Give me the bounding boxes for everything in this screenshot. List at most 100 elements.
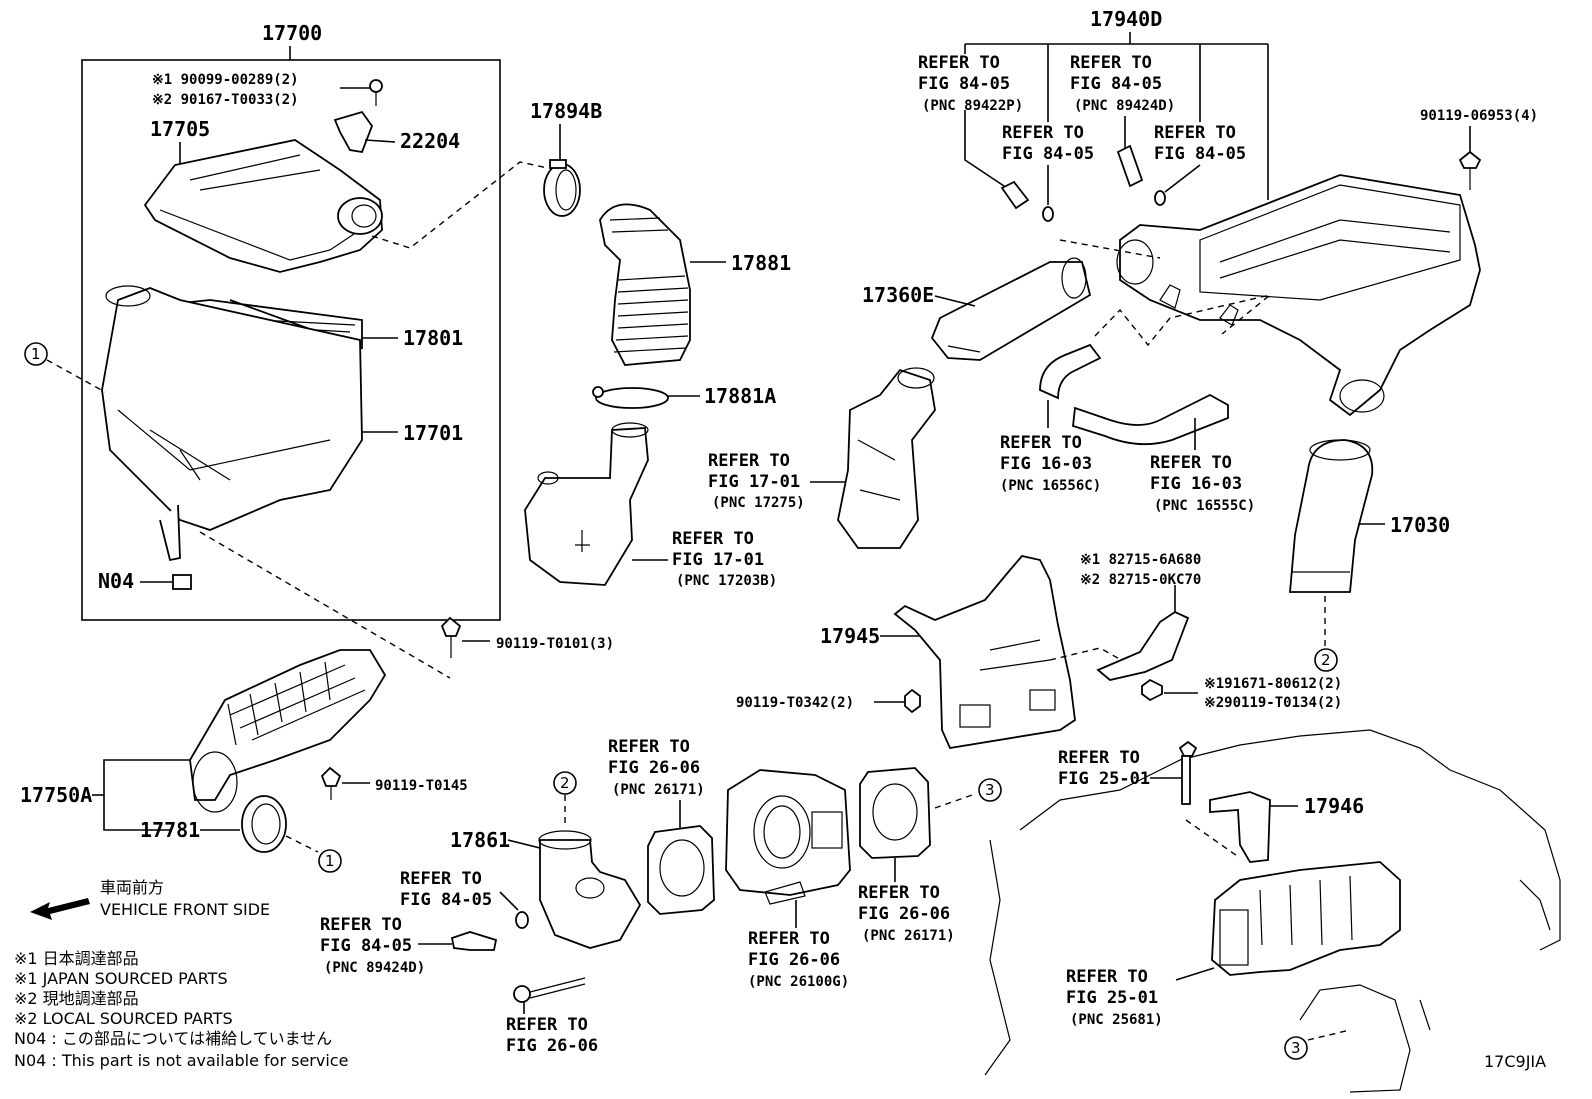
svg-text:(PNC 25681): (PNC 25681): [1070, 1012, 1163, 1028]
hose-clamp-lower-part: [592, 386, 669, 409]
svg-text:(PNC 16555C): (PNC 16555C): [1154, 498, 1255, 514]
label-nut-local: ※290119-T0134(2): [1204, 695, 1342, 711]
bolt-t0342-part: [904, 688, 921, 714]
svg-text:(PNC 17203B): (PNC 17203B): [676, 573, 777, 589]
marker-3-bottom: [1284, 1036, 1308, 1060]
label-17360e: 17360E: [862, 283, 934, 307]
ref-fig-16-03-a: REFER TO FIG 16-03 (PNC 16556C): [1000, 433, 1101, 494]
svg-text:REFER TO: REFER TO: [748, 929, 830, 949]
svg-text:FIG 17-01: FIG 17-01: [708, 472, 800, 492]
svg-text:(PNC 16556C): (PNC 16556C): [1000, 478, 1101, 494]
bolt-t0101-part: [440, 616, 462, 658]
link-dash-3: [1059, 239, 1161, 259]
throttle-body-part: [725, 769, 851, 905]
turbo-outlet-hose-part: [1289, 439, 1374, 593]
label-nut-japan: ※191671-80612(2): [1204, 676, 1342, 692]
air-cleaner-case-part: [101, 285, 363, 562]
svg-text:FIG 26-06: FIG 26-06: [748, 950, 840, 970]
gasket-lower-part: [515, 911, 529, 929]
intake-hose-part: [599, 203, 691, 366]
svg-text:FIG 84-05: FIG 84-05: [1154, 144, 1246, 164]
label-n04: N04: [98, 569, 134, 593]
legend: ※1 日本調達部品 ※1 JAPAN SOURCED PARTS ※2 現地調達…: [14, 949, 348, 1070]
svg-text:(PNC 26171): (PNC 26171): [862, 928, 955, 944]
ref-fig-84-05-b: REFER TO FIG 84-05 (PNC 89424D): [1070, 53, 1175, 114]
svg-text:(PNC 26171): (PNC 26171): [612, 782, 705, 798]
svg-text:FIG 84-05: FIG 84-05: [400, 890, 492, 910]
ref-fig-26-06-gasket-right: REFER TO FIG 26-06 (PNC 26171): [858, 883, 955, 944]
front-label-en: VEHICLE FRONT SIDE: [100, 900, 270, 919]
svg-text:FIG 25-01: FIG 25-01: [1058, 769, 1150, 789]
svg-text:REFER TO: REFER TO: [608, 737, 690, 757]
legend-line-5: N04 : この部品については補給していません: [14, 1029, 332, 1048]
svg-text:REFER TO: REFER TO: [672, 529, 754, 549]
gasket-small-part-2: [1154, 190, 1166, 206]
marker-3-center: [978, 778, 1002, 802]
link-dash-2: [199, 531, 451, 679]
link-dash-1: [371, 161, 549, 249]
egr-cooler-part: [1211, 861, 1401, 976]
svg-text:REFER TO: REFER TO: [1002, 123, 1084, 143]
label-17940d: 17940D: [1090, 7, 1162, 31]
label-bracket-japan: ※1 82715-6A680: [1080, 552, 1201, 568]
vehicle-front-arrow-icon: [30, 898, 90, 920]
svg-text:FIG 84-05: FIG 84-05: [1002, 144, 1094, 164]
ref-fig-84-05-a: REFER TO FIG 84-05 (PNC 89422P): [918, 53, 1023, 114]
marker-2-center-text: 2: [560, 774, 570, 792]
marker-1-bottom-text: 1: [325, 852, 335, 870]
legend-line-6: N04 : This part is not available for ser…: [14, 1051, 348, 1070]
ref-fig-26-06-throttle: REFER TO FIG 26-06 (PNC 26100G): [748, 929, 849, 990]
label-17894b: 17894B: [530, 99, 602, 123]
bolt-t0145-part: [320, 766, 342, 800]
label-17861: 17861: [450, 828, 510, 852]
svg-text:FIG 25-01: FIG 25-01: [1066, 988, 1158, 1008]
label-17701: 17701: [403, 421, 463, 445]
svg-text:REFER TO: REFER TO: [400, 869, 482, 889]
air-cleaner-cap-part: [143, 139, 383, 273]
ref-fig-84-05-lower-a: REFER TO FIG 84-05: [400, 869, 492, 910]
svg-text:REFER TO: REFER TO: [1000, 433, 1082, 453]
ref-fig-17-01-resonator: REFER TO FIG 17-01 (PNC 17203B): [672, 529, 777, 589]
illustration-code: 17C9JIA: [1484, 1052, 1546, 1071]
label-bolt-japan: ※1 90099-00289(2): [152, 72, 299, 88]
water-hose-b-part: [1072, 393, 1229, 446]
svg-text:REFER TO: REFER TO: [320, 915, 402, 935]
hose-clamp-part: [543, 159, 581, 217]
label-90119-t0342: 90119-T0342(2): [736, 695, 854, 711]
label-17030: 17030: [1390, 513, 1450, 537]
label-17881: 17881: [731, 251, 791, 275]
ref-fig-25-01-egr: REFER TO FIG 25-01 (PNC 25681): [1066, 967, 1163, 1028]
marker-1-left-text: 1: [31, 345, 41, 363]
svg-text:FIG 84-05: FIG 84-05: [1070, 74, 1162, 94]
front-label-jp: 車両前方: [100, 878, 164, 897]
gasket-26171-left-part: [647, 825, 715, 915]
svg-text:(PNC 89424D): (PNC 89424D): [1074, 98, 1175, 114]
svg-text:FIG 26-06: FIG 26-06: [608, 758, 700, 778]
air-inlet-part: [189, 649, 387, 813]
temp-sensor-part: [1000, 180, 1030, 210]
bracket-small-part: [1096, 610, 1190, 681]
17940d-bracket-lines: [964, 32, 1269, 200]
grommet-part: [172, 574, 192, 590]
label-17750a: 17750A: [20, 783, 92, 807]
label-17700: 17700: [262, 21, 322, 45]
lower-sensor-part: [450, 931, 498, 951]
svg-text:FIG 26-06: FIG 26-06: [858, 904, 950, 924]
label-17946: 17946: [1304, 794, 1364, 818]
svg-text:REFER TO: REFER TO: [1070, 53, 1152, 73]
svg-text:(PNC 17275): (PNC 17275): [712, 495, 805, 511]
ref-fig-26-06-bolt: REFER TO FIG 26-06: [506, 1015, 598, 1056]
marker-2-right-text: 2: [1321, 651, 1331, 669]
marker-2-center: [553, 771, 577, 795]
ref-fig-84-05-d: REFER TO FIG 84-05: [1154, 123, 1246, 164]
engine-outline: [984, 729, 1561, 1093]
label-17881a: 17881A: [704, 384, 776, 408]
marker-1-left: [24, 342, 48, 366]
svg-text:(PNC 89424D): (PNC 89424D): [324, 960, 425, 976]
bolt-intercooler-part: [1458, 150, 1482, 190]
label-bracket-local: ※2 82715-0KC70: [1080, 572, 1201, 588]
long-bolt-part: [513, 977, 586, 1003]
label-22204: 22204: [400, 129, 460, 153]
pressure-sensor-part: [1116, 144, 1144, 188]
label-90119-06953: 90119-06953(4): [1420, 108, 1538, 124]
